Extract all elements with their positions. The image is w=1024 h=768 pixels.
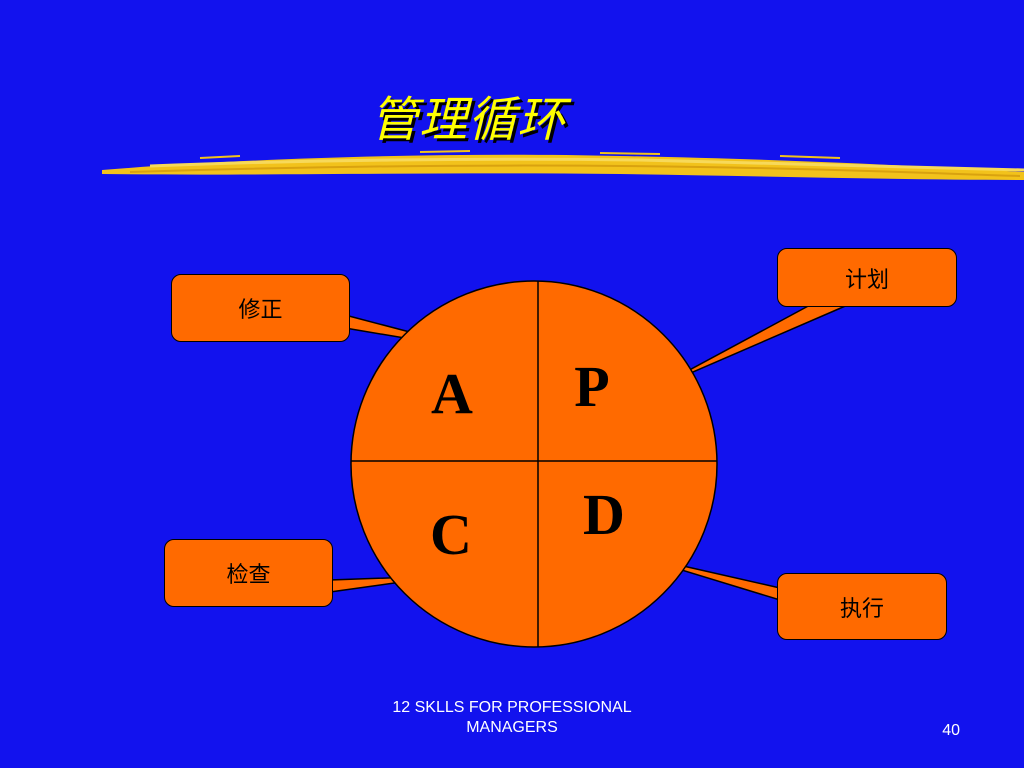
footer-caption-line1: 12 SKLLS FOR PROFESSIONAL: [392, 699, 632, 716]
quadrant-letter-a: A: [431, 361, 473, 426]
quadrant-letter-p: P: [574, 354, 609, 419]
callout-plan: 计划: [777, 248, 957, 307]
callout-act: 修正: [171, 274, 350, 342]
footer-caption: 12 SKLLS FOR PROFESSIONAL MANAGERS: [340, 698, 684, 738]
quadrant-letter-d: D: [583, 482, 625, 547]
quadrant-letter-c: C: [430, 502, 472, 567]
callout-plan-label: 计划: [844, 267, 889, 293]
callout-do-label: 执行: [839, 596, 884, 622]
page-number: 40: [942, 722, 960, 739]
title-underline: [102, 150, 1024, 180]
callout-do: 执行: [777, 573, 947, 640]
slide-title: 管理循环: [370, 92, 567, 148]
callout-act-label: 修正: [238, 298, 283, 323]
callout-check: 检查: [164, 539, 333, 607]
footer-caption-line2: MANAGERS: [466, 719, 558, 736]
pdca-circle: [350, 280, 718, 648]
callout-check-label: 检查: [226, 563, 271, 588]
